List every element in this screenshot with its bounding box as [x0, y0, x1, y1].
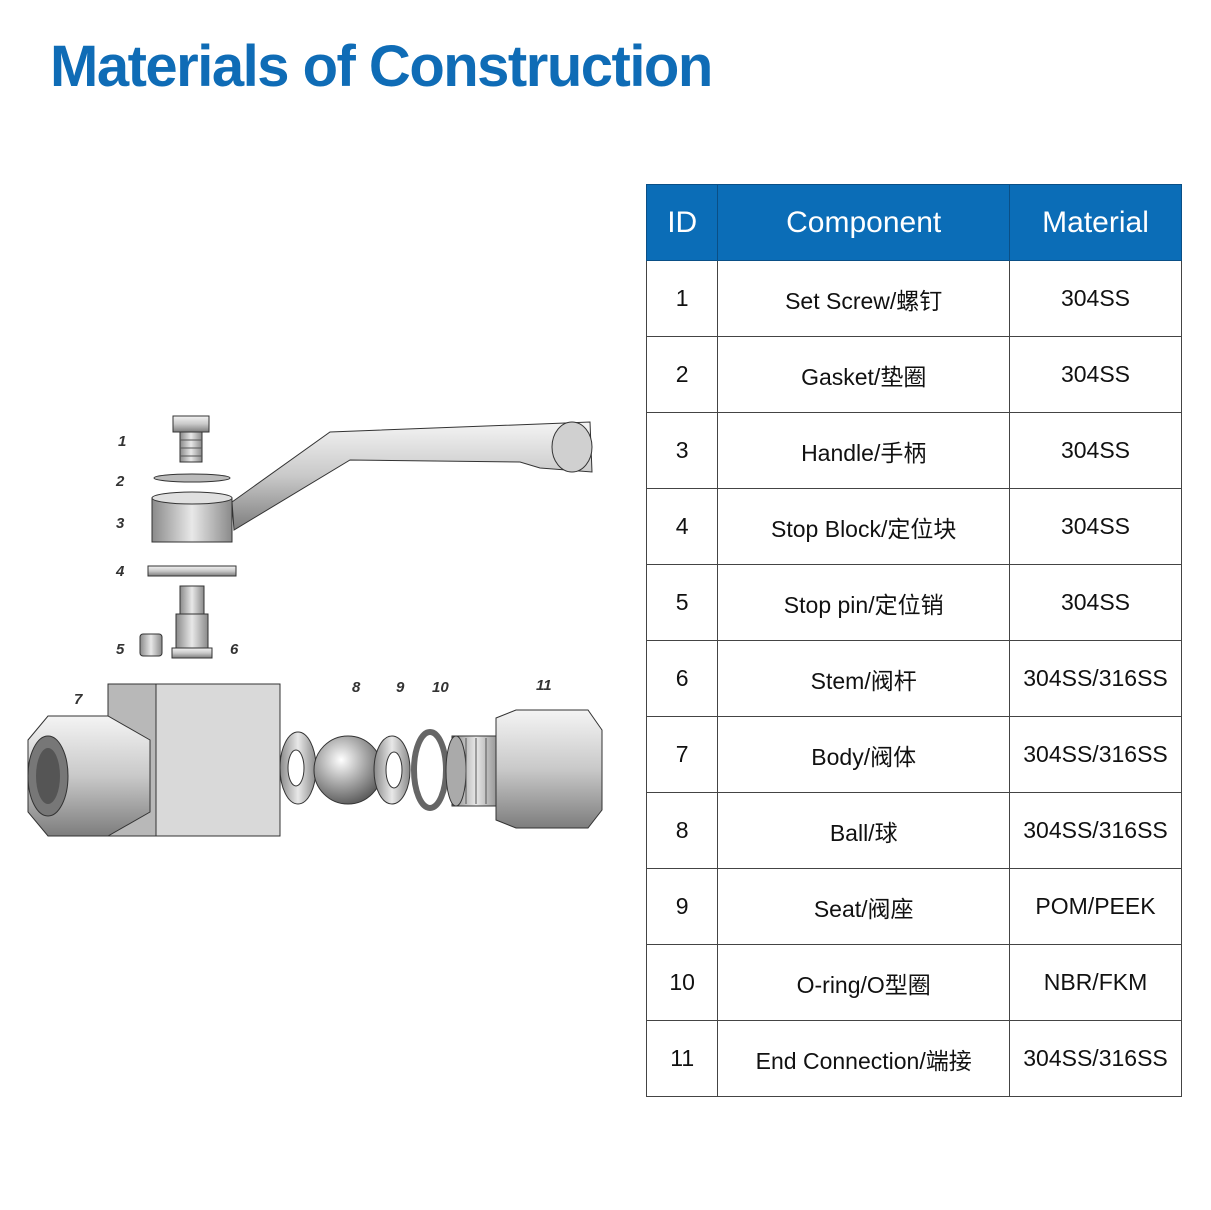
cell-id: 5: [645, 564, 719, 641]
cell-id: 7: [645, 716, 719, 793]
stem-part: [171, 585, 213, 659]
cell-id: 6: [645, 640, 719, 717]
diagram-label-7: 7: [74, 691, 83, 708]
exploded-valve-diagram: 1 2 3 4 5 6 7 8 9 10 11: [27, 415, 603, 837]
cell-material: 304SS: [1009, 260, 1182, 337]
cell-component: Seat/阀座: [717, 868, 1011, 945]
cell-material: 304SS: [1009, 336, 1182, 413]
diagram-label-6: 6: [230, 641, 239, 658]
ball-part: [313, 735, 383, 805]
cell-component: Body/阀体: [717, 716, 1011, 793]
cell-material: 304SS/316SS: [1009, 640, 1182, 717]
body-part: [27, 683, 281, 837]
set-screw-part: [172, 415, 210, 463]
end-connection-part: [445, 709, 603, 829]
diagram-label-8: 8: [352, 679, 361, 696]
cell-material: 304SS: [1009, 564, 1182, 641]
cell-id: 2: [645, 336, 719, 413]
cell-component: O-ring/O型圈: [717, 944, 1011, 1021]
cell-id: 4: [645, 488, 719, 565]
cell-material: POM/PEEK: [1009, 868, 1182, 945]
diagram-label-10: 10: [432, 679, 449, 696]
stop-pin-part: [139, 633, 163, 657]
diagram-label-3: 3: [116, 515, 125, 532]
cell-material: NBR/FKM: [1009, 944, 1182, 1021]
handle-part: [151, 421, 593, 543]
cell-id: 8: [645, 792, 719, 869]
cell-material: 304SS: [1009, 412, 1182, 489]
cell-component: Handle/手柄: [717, 412, 1011, 489]
diagram-label-9: 9: [396, 679, 405, 696]
cell-material: 304SS/316SS: [1009, 716, 1182, 793]
cell-component: End Connection/端接: [717, 1020, 1011, 1097]
cell-id: 9: [645, 868, 719, 945]
gasket-part: [153, 473, 231, 483]
cell-component: Set Screw/螺钉: [717, 260, 1011, 337]
cell-material: 304SS/316SS: [1009, 1020, 1182, 1097]
seat-left-part: [279, 731, 317, 805]
cell-id: 3: [645, 412, 719, 489]
cell-id: 10: [645, 944, 719, 1021]
cell-component: Gasket/垫圈: [717, 336, 1011, 413]
header-id: ID: [645, 184, 719, 261]
cell-id: 1: [645, 260, 719, 337]
diagram-label-11: 11: [536, 677, 552, 694]
page-title: Materials of Construction: [50, 34, 713, 99]
diagram-label-1: 1: [118, 433, 126, 450]
diagram-label-5: 5: [116, 641, 125, 658]
cell-component: Stem/阀杆: [717, 640, 1011, 717]
cell-component: Ball/球: [717, 792, 1011, 869]
cell-material: 304SS: [1009, 488, 1182, 565]
header-component: Component: [717, 184, 1011, 261]
diagram-label-4: 4: [115, 563, 125, 580]
cell-id: 11: [645, 1020, 719, 1097]
cell-material: 304SS/316SS: [1009, 792, 1182, 869]
seat-right-part: [373, 735, 411, 805]
cell-component: Stop pin/定位销: [717, 564, 1011, 641]
cell-component: Stop Block/定位块: [717, 488, 1011, 565]
table-header-row: ID Component Material: [645, 184, 1182, 261]
stop-block-part: [147, 565, 237, 577]
diagram-label-2: 2: [115, 473, 125, 490]
header-material: Material: [1009, 184, 1182, 261]
o-ring-part: [411, 729, 449, 811]
